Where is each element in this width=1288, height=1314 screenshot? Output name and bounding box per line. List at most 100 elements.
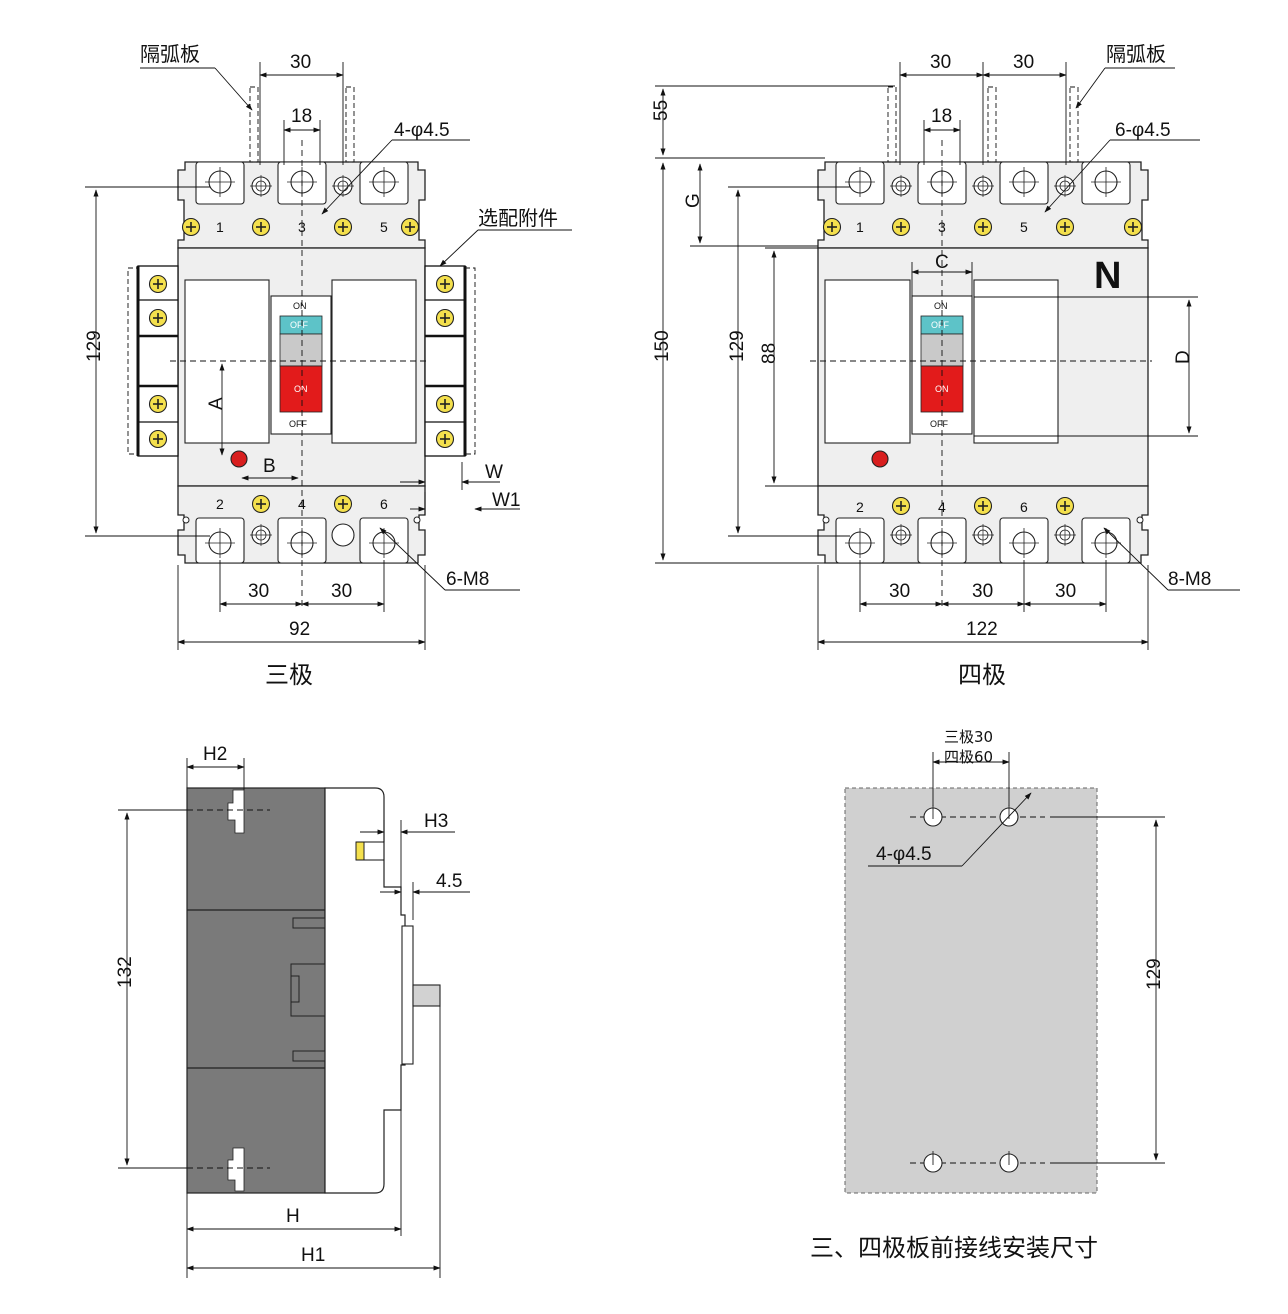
dim-132: 132 [115,956,136,988]
dim-55: 55 [651,100,672,121]
mounting-caption: 三、四极板前接线安装尺寸 [810,1234,1098,1262]
terminal-screw-icon [355,841,365,861]
screw-icon [973,496,993,516]
side-body-cover [324,787,406,1194]
label-w1: W1 [492,490,521,511]
four-pole-view: 1 3 5 ON OFF ON OFF N [651,42,1240,689]
terminal-number: 1 [216,219,224,235]
dim-92: 92 [289,619,310,640]
screw-label: 8-M8 [1168,569,1211,590]
screw-icon [973,217,993,237]
dim-top-30: 30 [930,52,951,73]
terminal-number: 1 [856,219,864,235]
dimension-lines [655,62,1240,650]
screw-icon [891,217,911,237]
svg-text:ON: ON [934,301,948,311]
hole-label: 4-φ4.5 [394,120,450,141]
mounting-plate-view: 三极30 四极60 4-φ4.5 129 三、四极板前接线安装尺寸 [810,728,1165,1262]
svg-text:OFF: OFF [931,320,949,330]
neutral-label: N [1094,255,1121,297]
accessory-label: 选配附件 [478,206,558,230]
screw-icon [1123,217,1143,237]
accessory-right [424,265,476,457]
label-b: B [263,456,276,477]
dim-88: 88 [759,343,780,364]
handle-switch: ON OFF ON OFF [270,295,332,435]
dimension-lines [85,62,572,650]
label-h1: H1 [301,1245,325,1266]
svg-text:ON: ON [293,301,307,311]
cover-panel-right [331,279,417,444]
cover-panel-left [824,279,911,444]
spacing-4p-label: 四极60 [944,748,993,766]
label-a: A [206,397,227,410]
svg-text:ON: ON [935,384,949,394]
screw-icon [333,494,353,514]
label-w: W [485,462,503,483]
terminal-number: 2 [216,496,224,512]
label-h2: H2 [203,744,227,765]
screw-icon [400,217,420,237]
label-g: G [683,193,704,208]
terminal-number: 6 [380,496,388,512]
dim-4-5: 4.5 [436,871,462,892]
arc-plate-label: 隔弧板 [140,42,200,66]
svg-text:ON: ON [294,384,308,394]
side-view: H2 H3 4.5 132 H H1 [115,744,470,1278]
dim-150: 150 [652,330,673,362]
dim-129: 129 [727,330,748,362]
dim-top-30: 30 [1013,52,1034,73]
terminal-number: 2 [856,499,864,515]
screw-icon [251,494,271,514]
cover-panel-left [184,279,270,444]
terminal-number: 6 [1020,499,1028,515]
label-h3: H3 [424,811,448,832]
dim-30: 30 [248,581,269,602]
dim-30: 30 [972,581,993,602]
dim-129: 129 [1144,958,1165,990]
dim-top-30: 30 [290,52,311,73]
terminal-number: 5 [1020,219,1028,235]
three-pole-caption: 三极 [265,661,313,689]
arc-plates [887,86,1079,163]
screw-icon [181,217,201,237]
screw-icon [251,217,271,237]
hole-label: 6-φ4.5 [1115,120,1171,141]
label-d: D [1173,350,1194,364]
label-h: H [286,1206,300,1227]
hole-label: 4-φ4.5 [876,844,932,865]
label-c: C [935,252,949,273]
terminal-number: 4 [938,499,946,515]
dim-18: 18 [931,106,952,127]
handle-icon [412,984,441,1007]
screw-icon [822,217,842,237]
dim-122: 122 [966,619,998,640]
mounting-plate [844,787,1098,1194]
terminal-number: 3 [298,219,306,235]
terminal-number: 5 [380,219,388,235]
dim-18: 18 [291,106,312,127]
dim-30: 30 [331,581,352,602]
screw-label: 6-M8 [446,569,489,590]
svg-text:OFF: OFF [930,419,948,429]
dimension-lines [868,752,1165,1164]
screw-icon [333,217,353,237]
three-pole-view: 1 3 5 ON OFF ON OFF [84,42,572,689]
dim-30: 30 [889,581,910,602]
svg-text:OFF: OFF [290,320,308,330]
four-pole-caption: 四极 [958,661,1006,689]
dim-30: 30 [1055,581,1076,602]
test-button-icon [871,450,889,468]
screw-icon [1055,217,1075,237]
dim-129: 129 [84,330,105,362]
dimension-lines [118,758,470,1278]
arc-plate-label: 隔弧板 [1106,42,1166,66]
screw-icon [891,496,911,516]
spacing-3p-label: 三极30 [944,728,993,746]
terminal-number: 3 [938,219,946,235]
svg-text:OFF: OFF [289,419,307,429]
cover-panel-right [973,279,1059,444]
test-button-icon [230,450,248,468]
arc-plates [249,86,355,163]
